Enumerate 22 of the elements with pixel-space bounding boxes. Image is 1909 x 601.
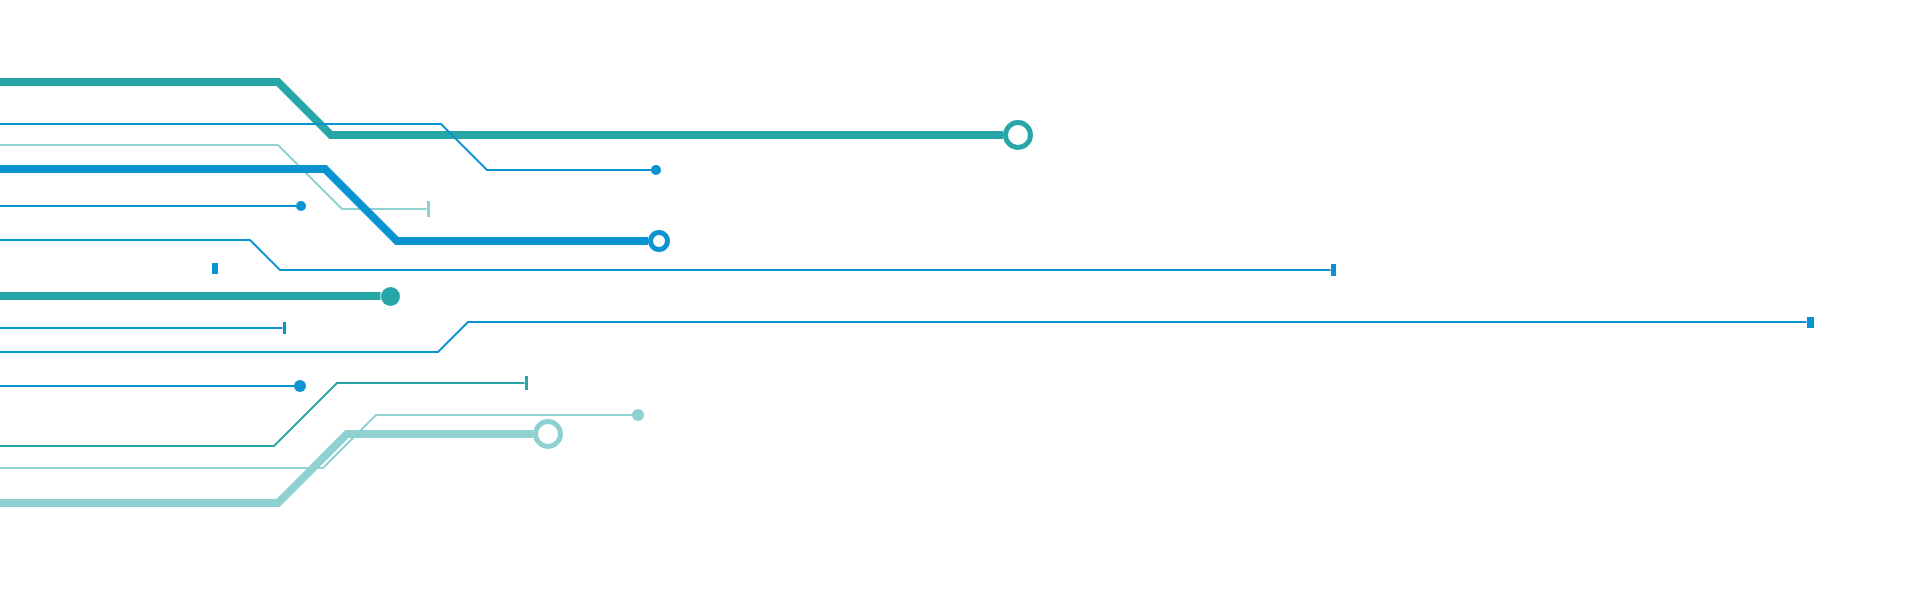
circuit-trace <box>0 327 284 329</box>
terminal-pad <box>426 201 430 217</box>
terminal-ring <box>1003 120 1033 150</box>
terminal-ring <box>648 230 670 252</box>
circuit-trace <box>0 205 297 207</box>
terminal-pad <box>1806 316 1814 328</box>
terminal-ring <box>533 419 563 449</box>
circuit-trace <box>0 385 295 387</box>
terminal-pad <box>524 376 528 390</box>
circuit-trace <box>0 430 533 507</box>
circuit-trace <box>0 382 526 447</box>
terminal-pad <box>212 262 218 274</box>
circuit-trace <box>0 239 1332 271</box>
circuit-trace <box>0 123 652 171</box>
circuit-trace <box>0 165 648 245</box>
circuit-trace <box>0 414 633 469</box>
circuit-trace <box>0 321 1808 353</box>
circuit-trace <box>0 144 428 210</box>
circuit-trace <box>0 78 1003 139</box>
circuit-trace <box>0 292 381 300</box>
terminal-pad <box>282 322 286 334</box>
terminal-pad <box>1330 264 1336 276</box>
